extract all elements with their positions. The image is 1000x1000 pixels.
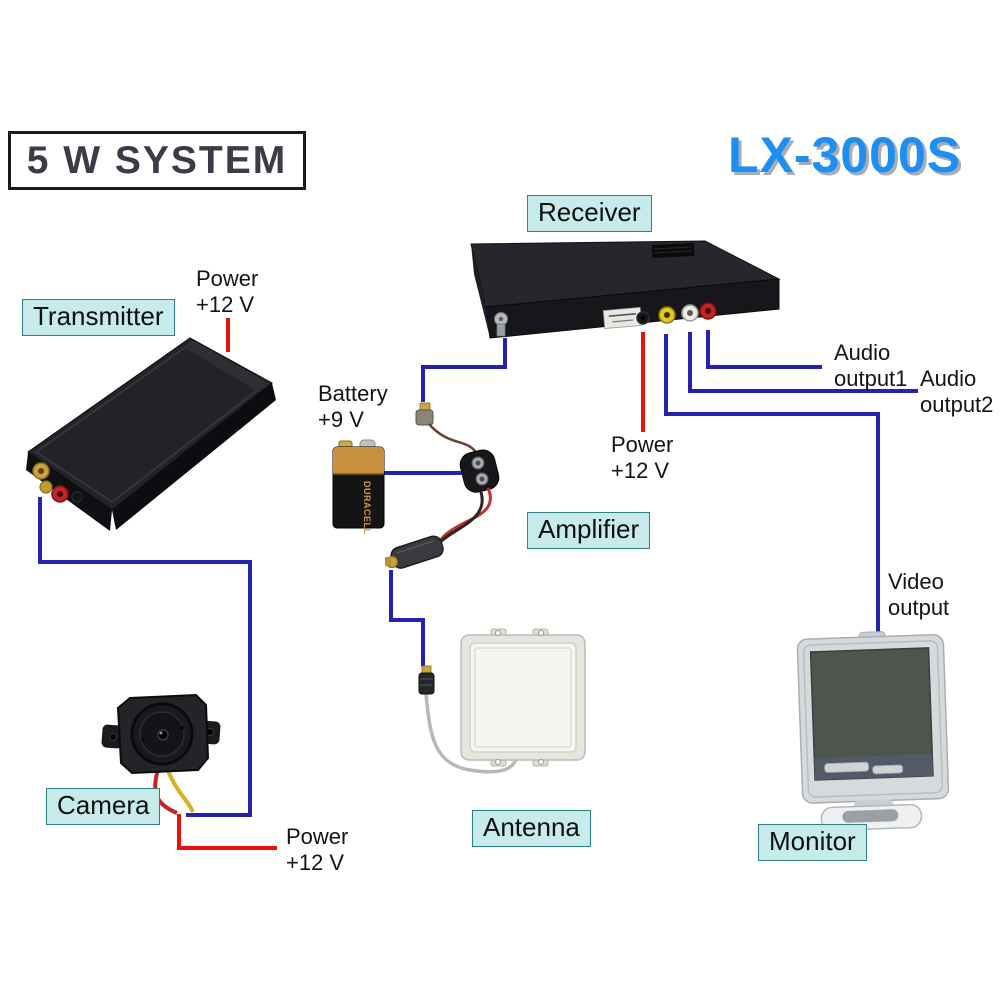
wire-audio-output1: [706, 330, 822, 369]
receiver-power-note: Power +12 V: [611, 432, 673, 484]
transmitter-power-line2: +12 V: [196, 291, 255, 317]
camera-power-line2: +12 V: [286, 849, 345, 875]
transmitter-label: Transmitter: [22, 299, 175, 336]
camera-lens: [157, 729, 169, 741]
receiver-power-line1: Power: [611, 432, 674, 457]
video-output-line1: Video: [888, 569, 944, 594]
wire-amplifier-antenna: [389, 570, 425, 666]
amplifier-device: [385, 402, 500, 569]
monitor-label: Monitor: [758, 824, 867, 861]
battery-note: Battery +9 V: [318, 381, 388, 433]
audio-output1-note: Audio output1: [834, 340, 907, 392]
wire-camera-power: [177, 814, 277, 850]
receiver-sticker: [602, 306, 643, 329]
system-title: 5 W SYSTEM: [8, 131, 306, 190]
antenna-cable: [424, 693, 518, 774]
transmitter-device: [26, 337, 276, 531]
receiver-vent: [651, 242, 695, 259]
wires: [38, 318, 918, 850]
transmitter-power-line1: Power: [196, 266, 259, 291]
wire-transmitter-camera: [38, 497, 252, 817]
video-output-note: Video output: [888, 569, 949, 621]
battery-note-line1: Battery: [318, 381, 388, 406]
receiver-power-line2: +12 V: [611, 457, 670, 483]
receiver-label: Receiver: [527, 195, 652, 232]
battery-note-line2: +9 V: [318, 406, 364, 432]
camera-label: Camera: [46, 788, 161, 825]
receiver-audio-jack-red: [699, 302, 717, 320]
transmitter-connectors: [32, 462, 83, 503]
receiver-device: [470, 240, 781, 339]
wire-receiver-amplifier: [421, 338, 507, 402]
audio-output1-line1: Audio: [834, 340, 891, 365]
receiver-video-jack-yellow: [658, 306, 676, 324]
video-output-line2: output: [888, 594, 950, 620]
wire-video-output: [664, 334, 880, 640]
receiver-audio-jack-white: [681, 304, 699, 322]
battery-device: DURACELL: [332, 439, 385, 535]
receiver-power-jack: [636, 311, 650, 325]
transmitter-power-note: Power +12 V: [196, 266, 258, 318]
audio-output2-note: Audio output2: [920, 366, 993, 418]
antenna-device: [418, 628, 586, 774]
model-number: LX-3000S: [728, 127, 962, 183]
audio-output1-line2: output1: [834, 365, 908, 391]
amplifier-label: Amplifier: [527, 512, 651, 549]
camera-wire-yellow: [165, 767, 195, 813]
camera-power-line1: Power: [286, 824, 349, 849]
antenna-label: Antenna: [472, 810, 591, 847]
camera-power-note: Power +12 V: [286, 824, 348, 876]
audio-output2-line1: Audio: [920, 366, 977, 391]
battery-brand-text: DURACELL: [362, 481, 372, 535]
receiver-antenna-connector: [494, 312, 508, 337]
audio-output2-line2: output2: [920, 391, 994, 417]
camera-device: [101, 693, 221, 815]
wire-audio-output2: [688, 332, 918, 393]
monitor-device: [796, 631, 950, 832]
